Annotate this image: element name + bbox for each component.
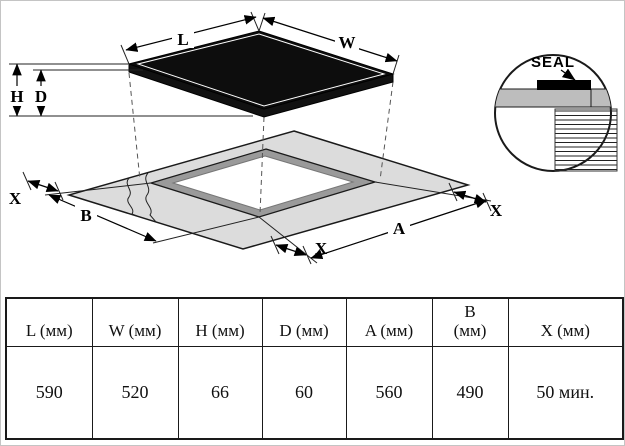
value-x: 50 мин.: [507, 345, 624, 440]
seal-detail: SEAL: [494, 54, 618, 172]
dim-label-D: D: [35, 87, 47, 106]
dim-X-right: X: [448, 182, 503, 220]
installation-diagram: L W H D X: [8, 11, 618, 265]
table-header-row: L (мм)W (мм)H (мм)D (мм)A (мм)B(мм)X (мм…: [5, 297, 624, 347]
dim-W: W: [258, 12, 400, 75]
cooktop-body-hatched: [554, 108, 618, 172]
dim-label-B: B: [80, 206, 91, 225]
seal-strip: [537, 80, 591, 90]
dim-X-bottom: X: [270, 235, 328, 265]
dim-label-W: W: [339, 33, 356, 52]
dim-L: L: [120, 11, 260, 65]
value-w: 520: [91, 345, 179, 440]
dimensions-table: L (мм)W (мм)H (мм)D (мм)A (мм)B(мм)X (мм…: [5, 297, 624, 440]
dim-label-X-left: X: [9, 189, 22, 208]
dim-X-left: X: [9, 171, 64, 208]
col-header-b: B(мм): [431, 297, 509, 347]
value-b: 490: [431, 345, 509, 440]
dim-label-L: L: [177, 30, 188, 49]
col-header-h: H (мм): [177, 297, 263, 347]
seal-pointer-arrow: [560, 68, 576, 81]
dim-B: B: [44, 182, 260, 244]
dim-label-X-bottom: X: [315, 239, 328, 258]
dim-label-A: A: [393, 219, 406, 238]
dim-label-H: H: [10, 87, 23, 106]
worktop: [66, 130, 471, 250]
worktop-cross-section: [495, 88, 611, 108]
value-h: 66: [177, 345, 263, 440]
seal-label: SEAL: [531, 54, 575, 71]
col-header-x: X (мм): [507, 297, 624, 347]
col-header-l: L (мм): [5, 297, 93, 347]
dim-label-X-right: X: [490, 201, 503, 220]
value-a: 560: [345, 345, 433, 440]
col-header-d: D (мм): [261, 297, 347, 347]
dim-H-D: H D: [8, 63, 253, 117]
value-d: 60: [261, 345, 347, 440]
col-header-w: W (мм): [91, 297, 179, 347]
value-l: 590: [5, 345, 93, 440]
projection-lines: [128, 72, 394, 215]
col-header-a: A (мм): [345, 297, 433, 347]
